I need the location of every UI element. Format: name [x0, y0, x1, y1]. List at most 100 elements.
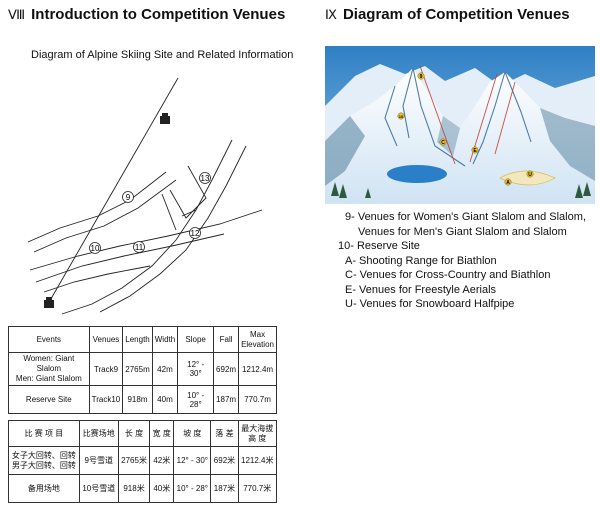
map-marker-c: C: [441, 140, 445, 146]
length-cell: 918米: [117, 474, 151, 503]
map-marker-9: 9: [420, 74, 423, 80]
legend-item: C- Venues for Cross-Country and Biathlon: [345, 268, 595, 283]
map-marker-10: 10: [399, 114, 404, 119]
table-row: Women: Giant Slalom Men: Giant Slalom Tr…: [8, 352, 277, 386]
table-header-width: 宽 度: [149, 420, 175, 447]
elevation-cell: 770.7m: [238, 385, 277, 414]
elevation-cell: 1212.4米: [237, 446, 277, 475]
venue-cell: Track9: [88, 352, 124, 386]
legend-item: U- Venues for Snowboard Halfpipe: [345, 297, 595, 312]
alpine-skiing-diagram: 9 10 11 12 13: [27, 77, 263, 315]
fall-cell: 692m: [213, 352, 240, 386]
legend-text: A- Shooting Range for Biathlon: [345, 254, 497, 267]
left-section-title-text: Introduction to Competition Venues: [31, 6, 286, 23]
length-cell: 2765m: [122, 352, 153, 386]
table-header-width: Width: [151, 326, 179, 353]
table-header-venues: 比赛场地: [78, 420, 119, 447]
base-area: [499, 170, 556, 186]
table-header-length: 长 度: [117, 420, 151, 447]
table-header-slope: 坡 度: [173, 420, 212, 447]
cable-line: [47, 77, 179, 305]
table-header-row: 比 赛 项 目 比赛场地 长 度 宽 度 坡 度 落 差 最大海拔 高 度: [8, 420, 277, 447]
width-cell: 40m: [151, 385, 179, 414]
track-label-9: 9: [126, 193, 131, 202]
events-cell: Reserve Site: [8, 385, 90, 414]
top-lift-station-icon: [160, 113, 170, 124]
venue-cell: 9号雪道: [78, 446, 119, 475]
legend-text: 9- Venues for Women's Giant Slalom and S…: [345, 211, 586, 223]
legend-text: 10- Reserve Site: [338, 240, 420, 252]
fall-cell: 692米: [210, 446, 239, 475]
slope-cell: 10° - 28°: [173, 474, 212, 503]
elevation-cell: 770.7米: [237, 474, 277, 503]
piste-loop: [169, 165, 207, 219]
table-row: Reserve Site Track10 918m 40m 10° - 28° …: [8, 385, 277, 414]
lift-line: [494, 81, 516, 155]
ski-run: [504, 71, 532, 143]
events-cell: Women: Giant Slalom Men: Giant Slalom: [8, 352, 90, 386]
max-line: Max: [249, 329, 266, 339]
events-line-2: Men: Giant Slalom: [15, 374, 82, 383]
table-row: 女子大回转、回转 男子大回转、回转 9号雪道 2765米 42米 12° - 3…: [8, 446, 277, 475]
piste-branch-left: [27, 171, 167, 243]
venue-table-english: Events Venues Length Width Slope Fall Ma…: [8, 326, 277, 414]
map-marker-u: U: [528, 172, 532, 178]
events-cell: 女子大回转、回转 男子大回转、回转: [8, 446, 80, 475]
table-header-events: 比 赛 项 目: [8, 420, 80, 447]
ski-run: [402, 67, 414, 139]
fall-cell: 187m: [213, 385, 240, 414]
legend-item: 10- Reserve Site: [338, 239, 595, 254]
length-cell: 2765米: [117, 446, 151, 475]
bottom-lift-station-icon: [44, 297, 54, 308]
piste-mid-edge: [35, 233, 225, 283]
events-line-1: Women: Giant Slalom: [23, 354, 75, 373]
right-section-number: Ⅸ: [325, 7, 337, 22]
width-cell: 40米: [149, 474, 175, 503]
table-header-max-elevation: 最大海拔 高 度: [237, 420, 277, 447]
track-label-13: 13: [201, 174, 210, 183]
map-marker-e: E: [473, 148, 477, 154]
forest-mid: [437, 116, 460, 156]
piste-main: [61, 139, 233, 315]
table-header-max-elevation: Max Elevation: [238, 326, 277, 353]
legend-item: Venues for Men's Giant Slalom and Slalom: [345, 225, 595, 240]
table-header-venues: Venues: [88, 326, 124, 353]
width-cell: 42米: [149, 446, 175, 475]
lake: [387, 165, 447, 183]
width-cell: 42m: [151, 352, 179, 386]
venue-table-chinese: 比 赛 项 目 比赛场地 长 度 宽 度 坡 度 落 差 最大海拔 高 度 女子…: [8, 420, 277, 503]
events-line-2: 男子大回转、回转: [11, 460, 76, 470]
table-header-events: Events: [8, 326, 90, 353]
lift-line: [419, 65, 456, 165]
fall-cell: 187米: [210, 474, 239, 503]
legend-item: E- Venues for Freestyle Aerials: [345, 283, 595, 298]
legend-item: A- Shooting Range for Biathlon: [345, 254, 595, 269]
max-line: 最大海拔: [241, 423, 274, 433]
table-header-fall: Fall: [213, 326, 240, 353]
slope-cell: 12° - 30°: [173, 446, 212, 475]
legend-text: E- Venues for Freestyle Aerials: [345, 283, 497, 296]
piste-main-edge: [99, 145, 247, 313]
events-cell: 备用场地: [8, 474, 80, 503]
track-label-10: 10: [91, 244, 100, 253]
events-line-1: 女子大回转、回转: [11, 450, 76, 460]
piste-connector: [161, 193, 177, 231]
piste-lower: [43, 265, 151, 293]
slope-cell: 12° - 30°: [177, 352, 215, 386]
ski-run: [472, 71, 506, 165]
elevation-cell: 1212.4m: [238, 352, 277, 386]
legend-text: U- Venues for Snowboard Halfpipe: [345, 298, 515, 310]
legend-text: Venues for Men's Giant Slalom and Slalom: [358, 225, 567, 238]
competition-venue-map: 9 A C E U 10: [325, 46, 595, 204]
forest-right: [540, 108, 595, 181]
elevation-line: 高 度: [248, 433, 267, 443]
table-header-slope: Slope: [177, 326, 215, 353]
legend-text: C- Venues for Cross-Country and Biathlon: [345, 269, 551, 281]
table-row: 备用场地 10号雪道 918米 40米 10° - 28° 187米 770.7…: [8, 474, 277, 503]
piste-mid: [29, 209, 263, 271]
venue-legend: 9- Venues for Women's Giant Slalom and S…: [338, 210, 595, 312]
elevation-line: Elevation: [241, 339, 274, 349]
table-header-row: Events Venues Length Width Slope Fall Ma…: [8, 326, 277, 353]
